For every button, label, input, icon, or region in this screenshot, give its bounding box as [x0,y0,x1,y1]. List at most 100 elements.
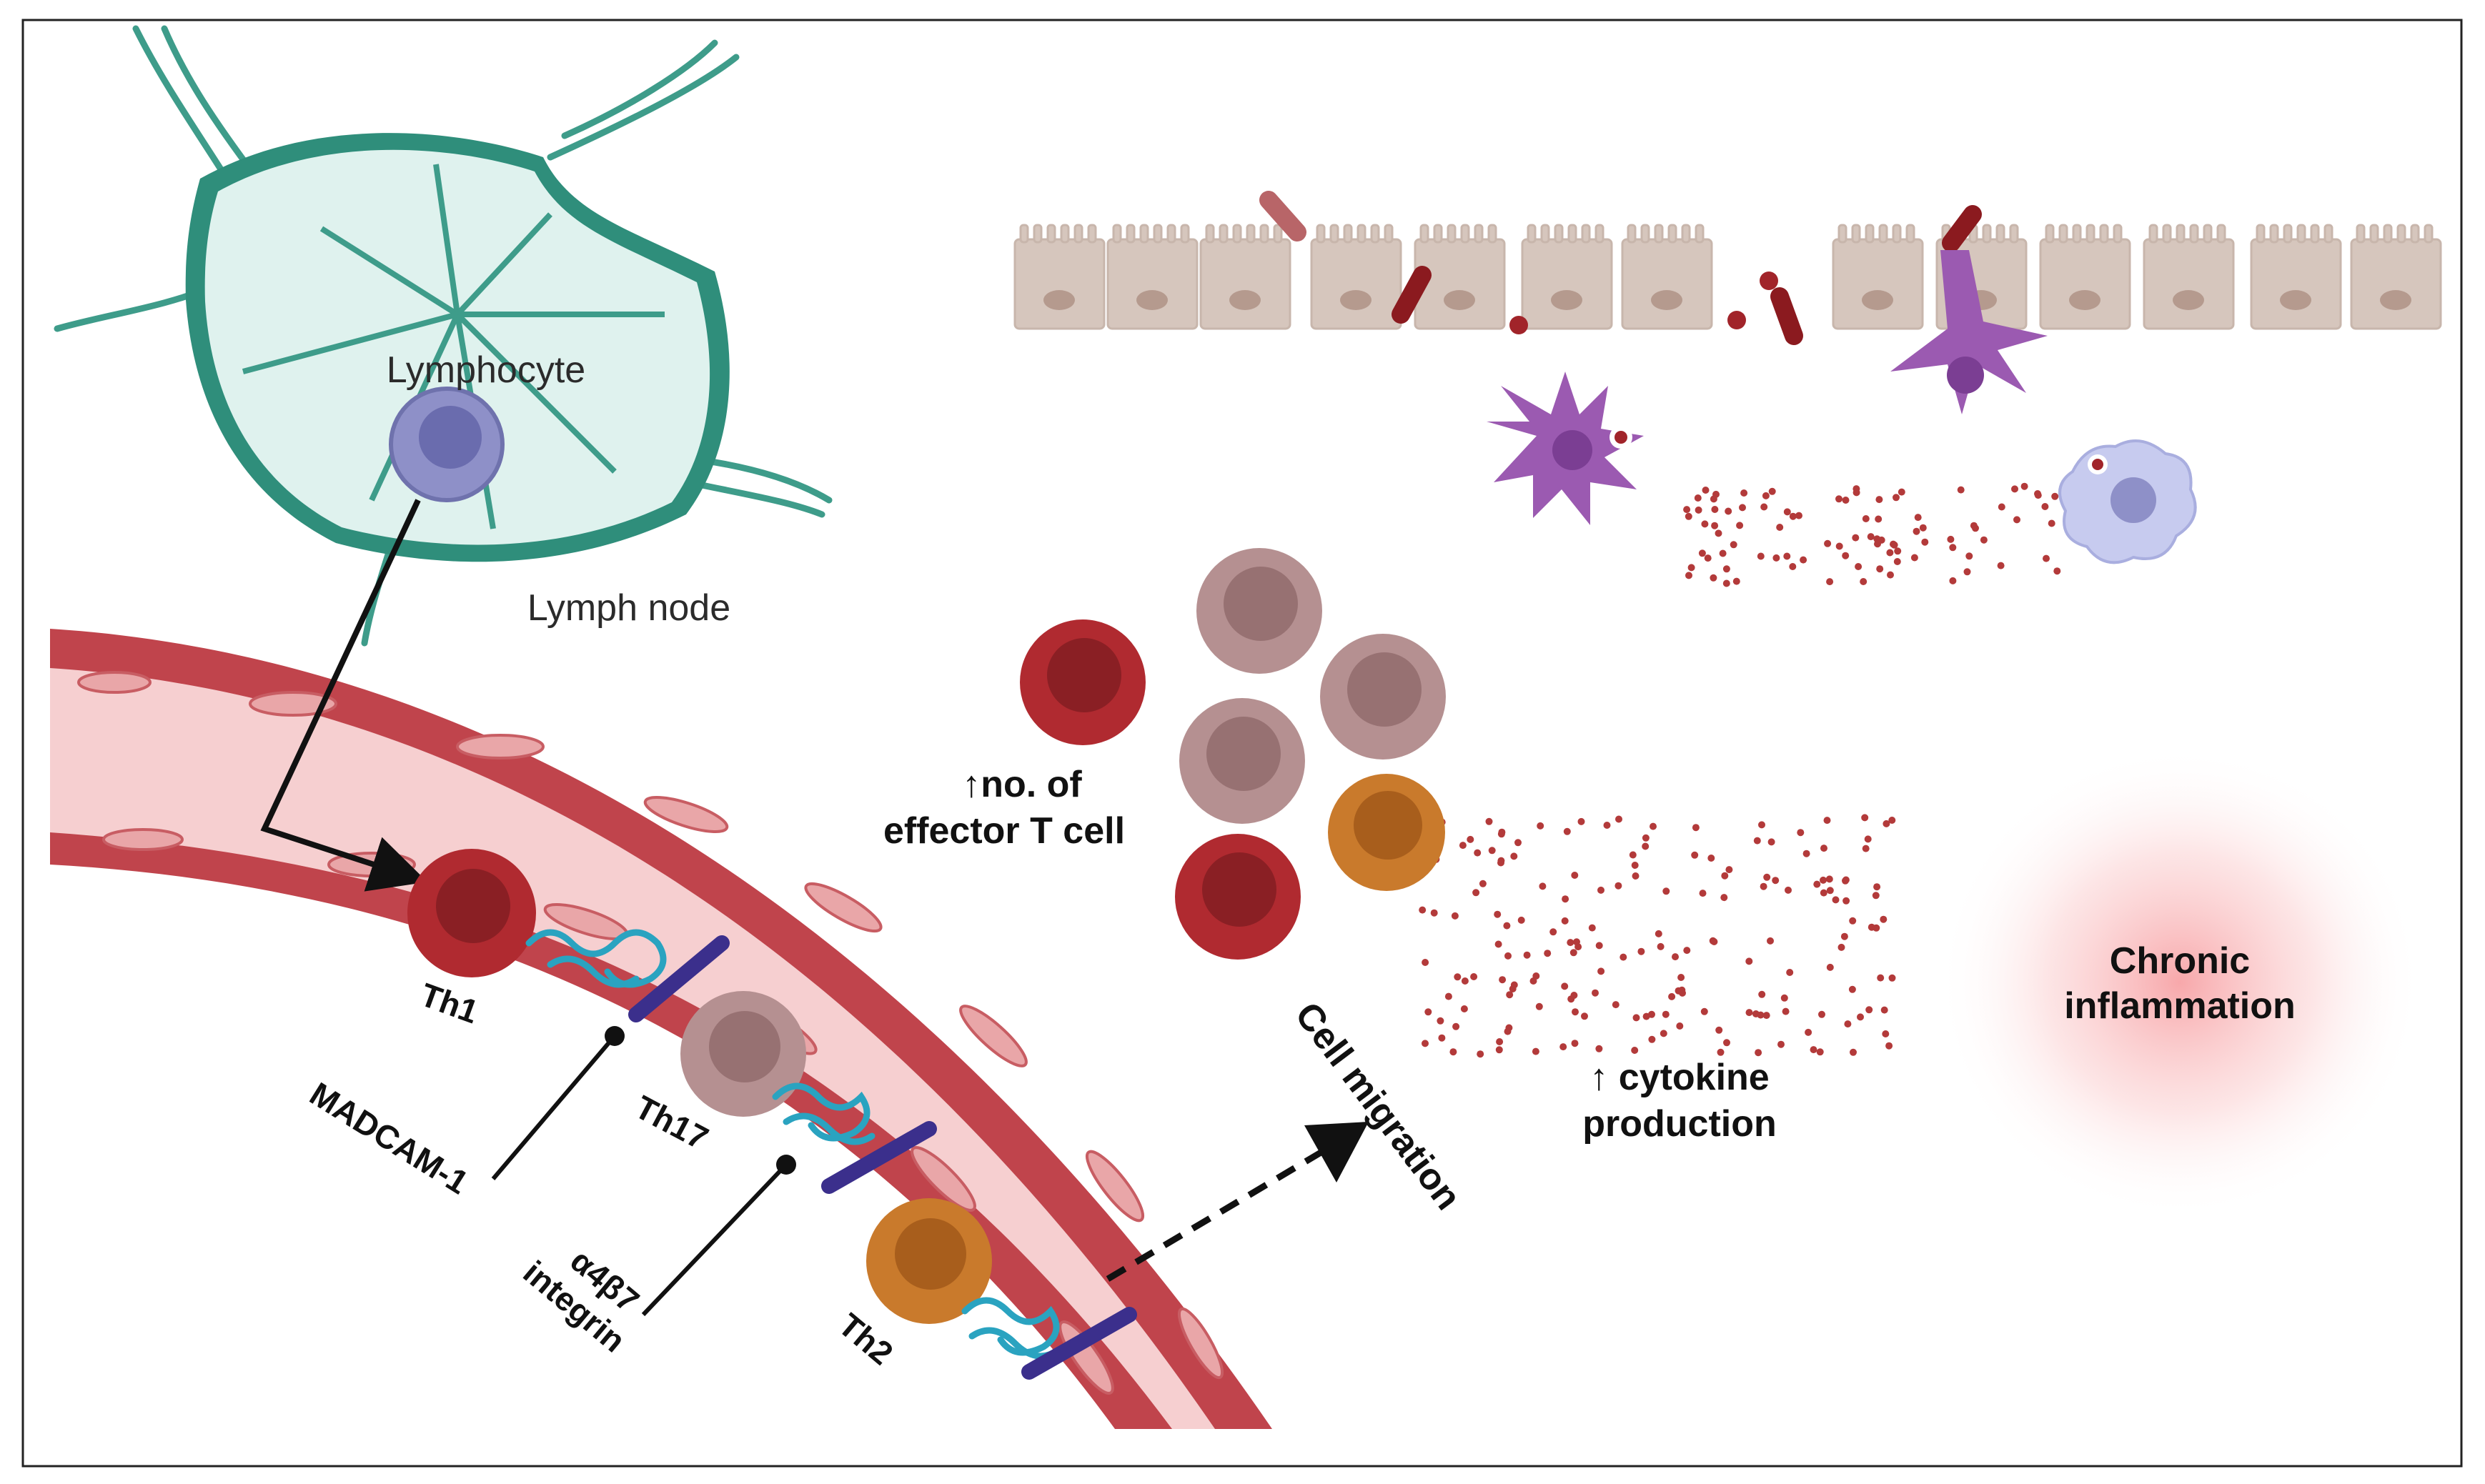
cytokine-dot [1877,974,1885,982]
cytokine-dot [1535,1002,1543,1010]
cytokine-dot [1823,817,1831,825]
cytokine-dot [1510,981,1518,989]
cytokine-dot [1485,817,1493,825]
cytokine-dot [1467,835,1474,843]
cytokine-dot [1757,552,1765,560]
cytokine-dot [1844,1020,1852,1028]
cytokine-dot [1563,827,1571,835]
cytokine-dot [1715,1026,1723,1034]
cytokine-dot [2034,490,2041,497]
cytokine-dot [1672,953,1679,961]
cytokine-dot [1715,529,1722,537]
cytokine-dot [1767,838,1775,846]
epithelial-cell [1521,238,1613,330]
cytokine-dot [1504,952,1512,960]
cytokine-dot [1768,487,1776,495]
cytokine-dot [1872,892,1880,900]
cytokine-dot [1725,866,1733,874]
microvillus [2383,224,2393,244]
epithelial-nucleus [1340,290,1372,310]
microvillus [1329,224,1339,244]
cytokine-dot [1898,488,1905,496]
microvillus [1982,224,1992,244]
cytokine-dot [1662,887,1670,895]
microvillus [1640,224,1650,244]
cytokine-dot [1581,1012,1588,1020]
cytokine-dot [1949,544,1957,552]
microvillus [2216,224,2226,244]
cytokine-dot [1910,554,1918,562]
microvillus [2310,224,2320,244]
microvillus [1837,224,1847,244]
cytokine-dot [1629,851,1637,859]
cytokine-dot [2020,482,2028,490]
epithelial-nucleus [1229,290,1261,310]
microvillus [1259,224,1269,244]
cytokine-dot [1893,558,1901,565]
cytokine-dot [1919,524,1927,532]
cytokine-dot [1789,563,1797,570]
cytokine-dot [1694,494,1702,502]
cytokine-dot [1740,489,1748,497]
cytokine-dot [1506,991,1514,999]
cytokine-dot [1752,1010,1760,1017]
th17-cell [680,991,806,1117]
cytokine-dot [1430,909,1438,917]
microvillus [1205,224,1215,244]
macrophage-icon [2058,439,2197,564]
cytokine-dot [1494,910,1502,918]
microvillus [2369,224,2379,244]
cytokine-dot [1780,994,1788,1002]
cytokine-dot [1573,938,1580,946]
cytokine-dot [1947,535,1955,543]
dendritic-cell-icon [1487,250,2048,525]
microvillus [1060,224,1070,244]
microvillus [1995,224,2005,244]
cytokine-dot [1762,492,1770,499]
cytokine-dot [1679,989,1686,997]
epithelial-cell [1832,238,1924,330]
lymphocyte-icon [389,387,505,502]
cytokine-dot [1657,942,1665,950]
cytokine-dot [1980,536,1988,544]
cytokine-dot [1805,1028,1812,1036]
cytokine-dot [1419,906,1427,914]
cytokine-dot [1810,1046,1817,1054]
cytokine-dot [1802,850,1810,857]
cytokine-dot [1648,1035,1656,1043]
chronic-label-line1: Chronic [2110,940,2250,982]
cytokine-dot [1532,1047,1539,1055]
cytokine-dot [1452,1022,1460,1030]
cytokine-dot [1777,1040,1785,1048]
microvillus [1343,224,1353,244]
cytokine-dot [1800,556,1807,564]
microvillus [1695,224,1705,244]
cytokine-dot [1883,820,1890,827]
cytokine-dot [1864,835,1872,843]
microvillus [1019,224,1029,244]
cytokine-dot [1514,839,1522,847]
microvillus [1554,224,1564,244]
cytokine-dot [1783,508,1791,516]
cytokine-dot [1632,1014,1640,1022]
microvillus [2296,224,2306,244]
cytokine-dot [1880,915,1888,923]
microvillus [1046,224,1056,244]
epithelial-nucleus [1444,290,1475,310]
cytokine-dot [1721,872,1729,880]
cytokine-dot [1835,542,1843,550]
microvillus [2009,224,2019,244]
microvillus [2283,224,2293,244]
microvillus [1126,224,1136,244]
microvillus [1419,224,1429,244]
epithelial-nucleus [2069,290,2100,310]
epithelial-cell [1199,238,1291,330]
cytokine-dot [1880,1006,1888,1014]
cytokine-dot [1712,490,1720,498]
microvillus [2424,224,2434,244]
cytokine-dot [1632,872,1640,880]
microvillus [1033,224,1043,244]
cytokine-dot [1857,1013,1864,1021]
cytokine-dot [1620,953,1627,961]
cytokine-dot [1873,535,1881,543]
